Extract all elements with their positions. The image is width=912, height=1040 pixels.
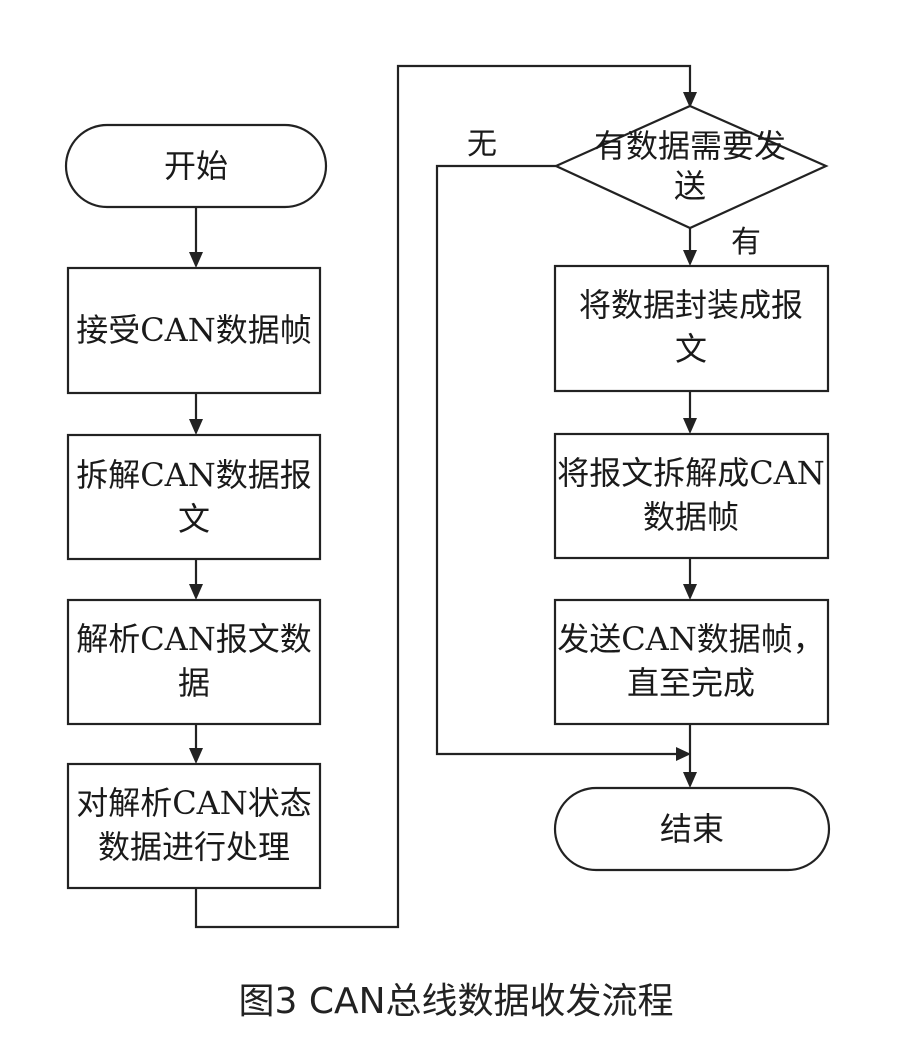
split-frame-box [553, 432, 830, 560]
split-frame-label-1: 将报文拆解成CAN [557, 454, 825, 492]
disassemble-message-box [66, 433, 322, 561]
disassemble-message-label-2: 文 [178, 500, 210, 538]
send-frame-box [553, 598, 830, 726]
encapsulate-label-2: 文 [675, 330, 707, 368]
figure-caption: 图3 CAN总线数据收发流程 [238, 981, 674, 1022]
send-frame-label-1: 发送CAN数据帧， [557, 620, 825, 658]
split-frame-label-2: 数据帧 [643, 498, 739, 536]
arrowhead [189, 748, 203, 764]
connector-left-to-right [194, 64, 692, 929]
decision-label-1: 有数据需要发 [594, 127, 786, 165]
arrowhead [683, 584, 697, 600]
encapsulate-box [553, 264, 830, 393]
receive-frame-box [66, 266, 322, 395]
arrowhead [189, 252, 203, 268]
arrowhead [189, 584, 203, 600]
no-branch-label: 无 [467, 127, 497, 162]
arrowhead [189, 419, 203, 435]
arrowhead [683, 250, 697, 266]
process-status-label-1: 对解析CAN状态 [76, 784, 312, 822]
end-terminal [553, 786, 831, 872]
process-status-box [66, 762, 322, 890]
parse-message-label-1: 解析CAN报文数 [76, 620, 312, 658]
arrowhead [683, 418, 697, 434]
parse-message-box [66, 598, 322, 726]
decision-label-2: 送 [674, 167, 706, 205]
arrowhead [676, 747, 691, 761]
no-branch-line [435, 164, 678, 756]
encapsulate-label-1: 将数据封装成报 [579, 286, 803, 324]
yes-branch-label: 有 [731, 225, 761, 260]
parse-message-label-2: 据 [178, 664, 210, 702]
start-label: 开始 [164, 147, 228, 185]
process-status-label-2: 数据进行处理 [98, 828, 290, 866]
end-label: 结束 [660, 810, 724, 848]
disassemble-message-label-1: 拆解CAN数据报 [76, 456, 312, 494]
receive-frame-label: 接受CAN数据帧 [76, 311, 312, 349]
arrowhead [683, 92, 697, 108]
send-frame-label-2: 直至完成 [627, 664, 755, 702]
arrowhead [683, 772, 697, 788]
